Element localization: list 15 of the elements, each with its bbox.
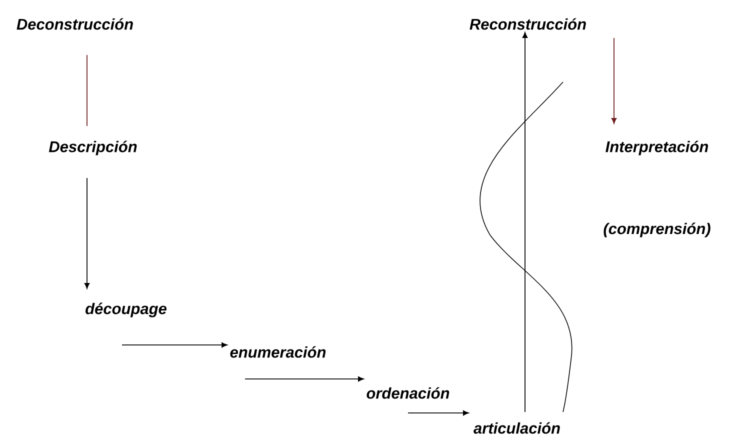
text-label: (comprensión) [604, 222, 710, 238]
node-label: articulación [474, 422, 560, 434]
node-label: enumeración [230, 346, 326, 358]
node-label: découpage [86, 302, 166, 318]
arrow [522, 32, 528, 412]
node-label: Descripción [48, 140, 137, 156]
node-label: Reconstrucción [470, 18, 586, 30]
arrow [408, 410, 469, 416]
arrow [611, 38, 617, 124]
arrow [122, 342, 228, 348]
node-label: Deconstrucción [16, 18, 133, 30]
arrow [244, 376, 364, 382]
arrow [84, 178, 90, 289]
node-label: Interpretación [606, 140, 708, 156]
node-label: ordenación [366, 387, 450, 399]
